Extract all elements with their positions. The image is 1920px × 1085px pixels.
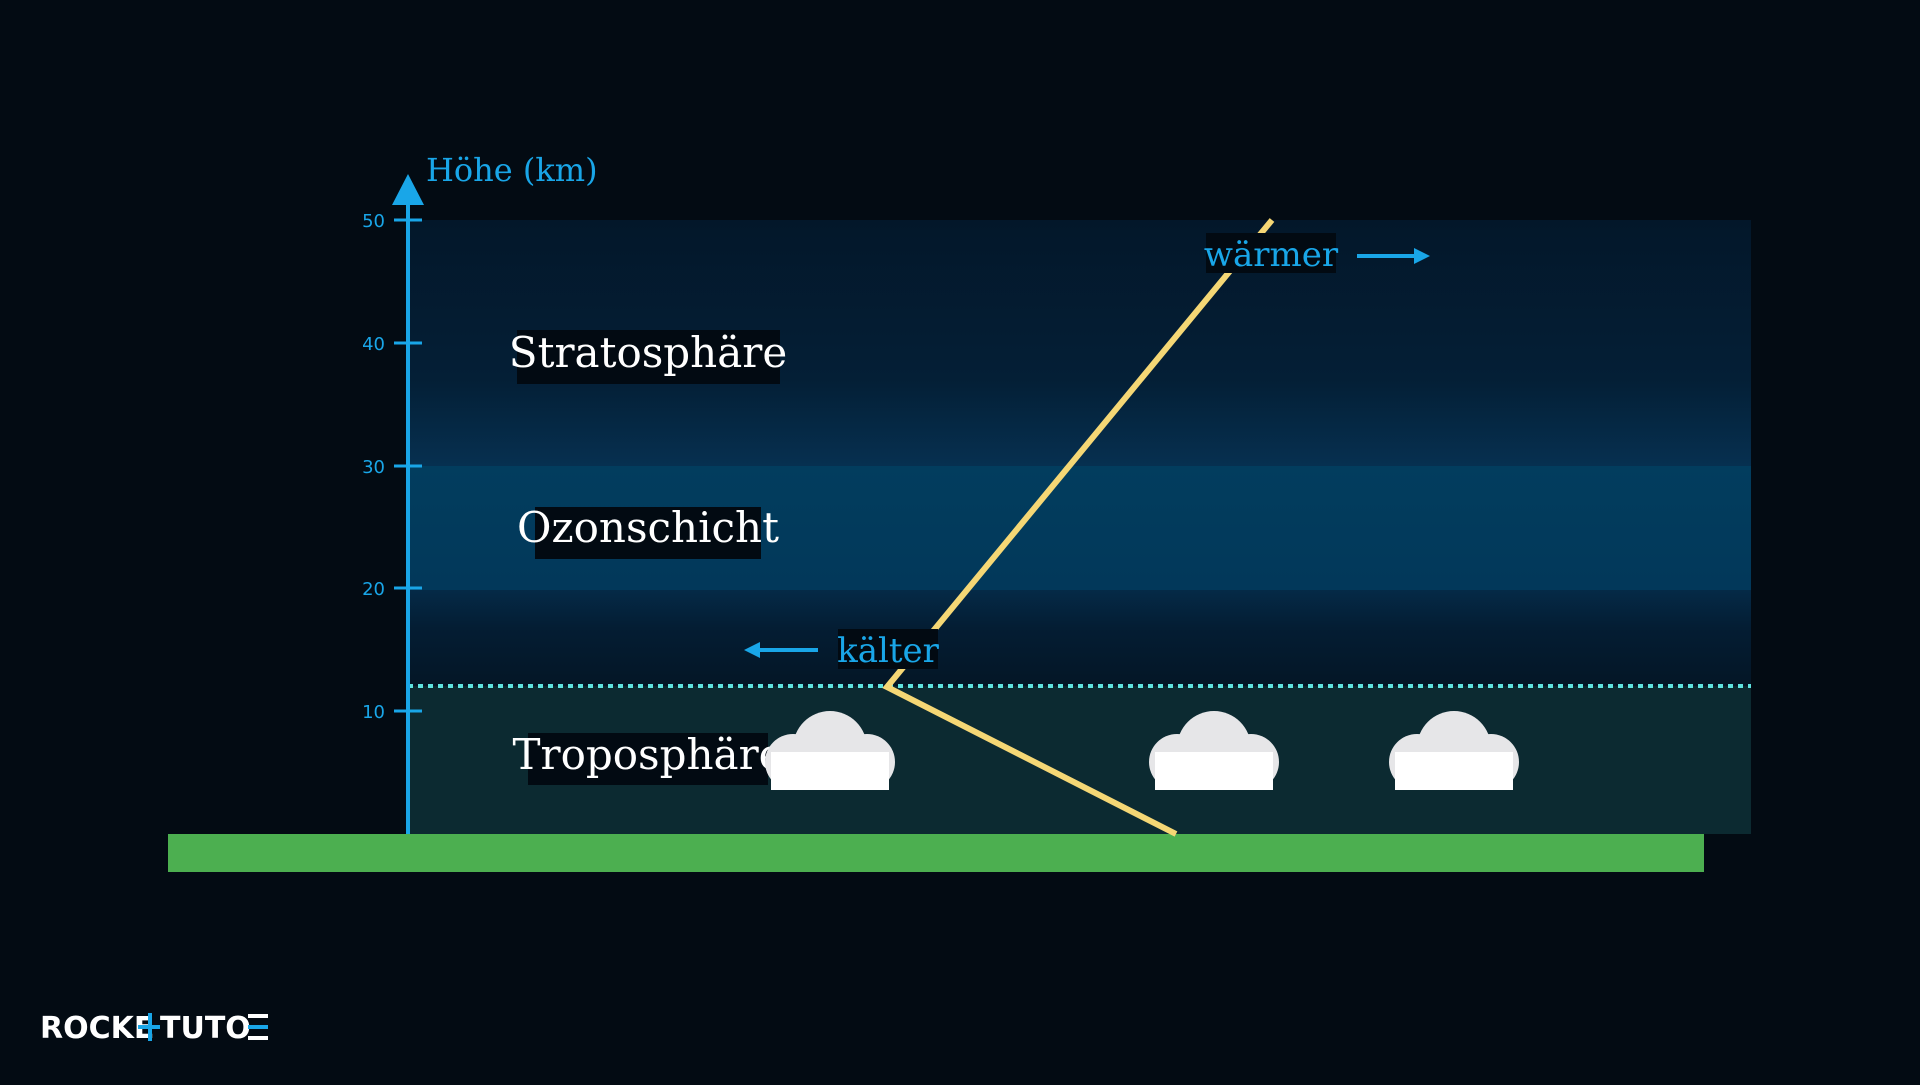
y-axis-title: Höhe (km)	[426, 151, 598, 189]
warmer-label-bg	[1206, 233, 1336, 273]
rocket-tutor-logo: ROCKE TUTO	[40, 1011, 268, 1046]
tick-label: 10	[362, 702, 385, 723]
troposphere-label-bg	[528, 733, 768, 785]
tick-label: 20	[362, 579, 385, 600]
colder-label: kälter	[837, 631, 940, 671]
logo-plus-icon	[138, 1013, 160, 1041]
tick-label: 30	[362, 457, 385, 478]
ozone-label-bg	[535, 507, 761, 559]
stratosphere-label: Stratosphäre	[509, 328, 787, 377]
logo-text-right: TUTO	[160, 1011, 251, 1046]
y-axis-ticks: 10 20 30 40 50	[362, 211, 422, 723]
ground	[168, 834, 1704, 872]
lower-stratosphere-band	[408, 590, 1751, 686]
logo-r-icon	[248, 1014, 268, 1040]
stratosphere-label-bg	[517, 330, 780, 384]
temperature-profile-line	[882, 218, 1275, 837]
cloud-icon	[765, 711, 895, 790]
logo-text-left: ROCKE	[40, 1011, 154, 1046]
troposphere-label: Troposphäre	[512, 730, 783, 779]
tick-label: 40	[362, 334, 385, 355]
warmer-label: wärmer	[1204, 235, 1339, 275]
ozone-label: Ozonschicht	[517, 503, 779, 552]
y-axis-arrow-icon	[392, 174, 424, 205]
colder-label-bg	[838, 629, 938, 669]
tick-label: 50	[362, 211, 385, 232]
cloud-icon	[1389, 711, 1519, 790]
cloud-icon	[1149, 711, 1279, 790]
